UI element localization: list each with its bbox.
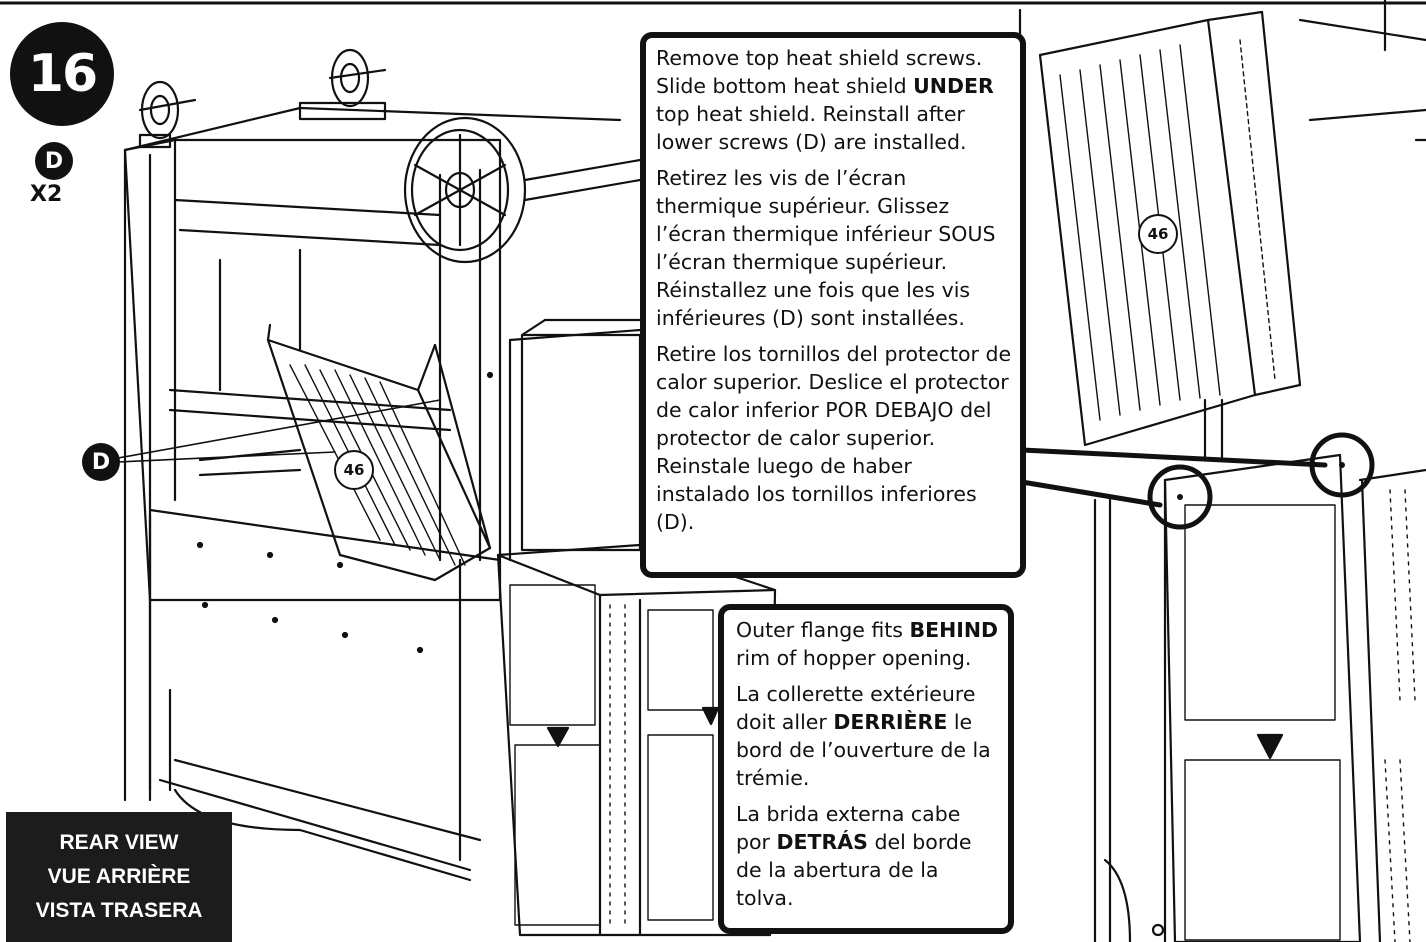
flange-english: Outer flange fits BEHIND rim of hopper o… <box>736 618 999 670</box>
part-46-label-left: 46 <box>334 450 374 490</box>
rear-view-es: VISTA TRASERA <box>35 899 203 922</box>
flange-french: La collerette extérieure doit aller DERR… <box>736 682 991 790</box>
part-d-badge: D <box>35 142 73 180</box>
rear-view-fr: VUE ARRIÈRE <box>47 865 191 888</box>
step-number-badge: 16 <box>10 22 114 126</box>
flange-instruction-callout: Outer flange fits BEHIND rim of hopper o… <box>718 604 1014 934</box>
flange-spanish: La brida externa cabe por DETRÁS del bor… <box>736 802 972 910</box>
hopper-detail-right <box>1093 453 1426 942</box>
instruction-spanish: Retire los tornillos del protector de ca… <box>656 342 1012 534</box>
top-heat-shield-large <box>1018 0 1426 462</box>
heat-shield-instruction-callout: Remove top heat shield screws. Slide bot… <box>640 32 1026 578</box>
part-46-label-right: 46 <box>1138 214 1178 254</box>
caster-right <box>298 48 387 121</box>
rear-view-en: REAR VIEW <box>59 831 179 854</box>
wheel <box>403 116 642 264</box>
rear-view-label: REAR VIEW VUE ARRIÈRE VISTA TRASERA <box>6 812 232 942</box>
instruction-french: Retirez les vis de l’écran thermique sup… <box>656 166 996 330</box>
caster-left <box>138 80 197 149</box>
instruction-english: Remove top heat shield screws. Slide bot… <box>656 46 994 154</box>
detail-zoom-indicators <box>1019 432 1375 530</box>
part-d-quantity: X2 <box>30 182 63 207</box>
screw-d-pointer-label: D <box>82 443 120 481</box>
